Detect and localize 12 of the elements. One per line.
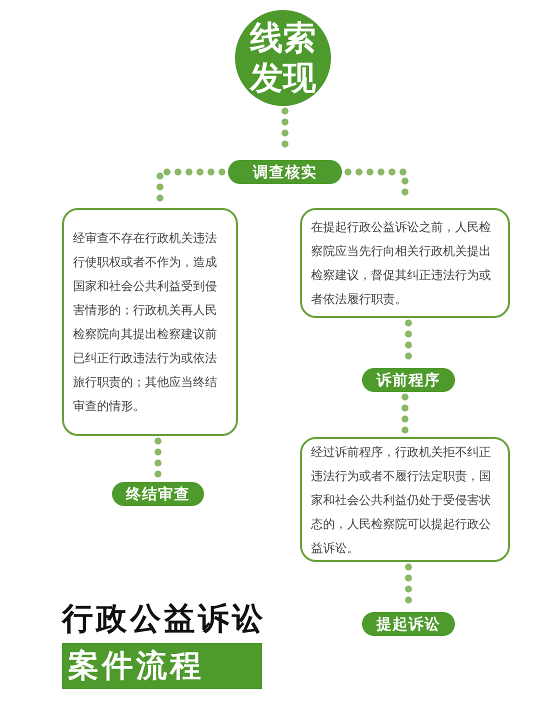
step-pill: 提起诉讼 <box>362 612 455 636</box>
step-pill: 终结审查 <box>112 482 204 506</box>
circle-node: 线索发现 <box>235 10 331 106</box>
title-band: 案件流程 <box>62 643 262 689</box>
step-pill: 诉前程序 <box>362 368 455 392</box>
step-pill: 调查核实 <box>228 160 342 184</box>
dotted-connector <box>402 394 408 436</box>
text-card: 在提起行政公益诉讼之前，人民检察院应当先行向相关行政机关提出检察建议，督促其纠正违法行为或者依法履行职责。 <box>300 208 510 318</box>
text-card: 经审查不存在行政机关违法行使职权或者不作为，造成国家和社会公共利益受到侵害情形的；行政机关再人民检察院向其提出检察建议前已纠正行政违法行为或依法旅行职责的；其他应当终结审查的情形。 <box>62 208 238 436</box>
dotted-connector <box>154 438 162 480</box>
title: 行政公益诉讼 <box>62 600 266 639</box>
text-card: 经过诉前程序，行政机关拒不纠正违法行为或者不履行法定职责，国家和社会公共利益仍处于受侵害状态的，人民检察院可以提起行政公益诉讼。 <box>300 437 510 562</box>
